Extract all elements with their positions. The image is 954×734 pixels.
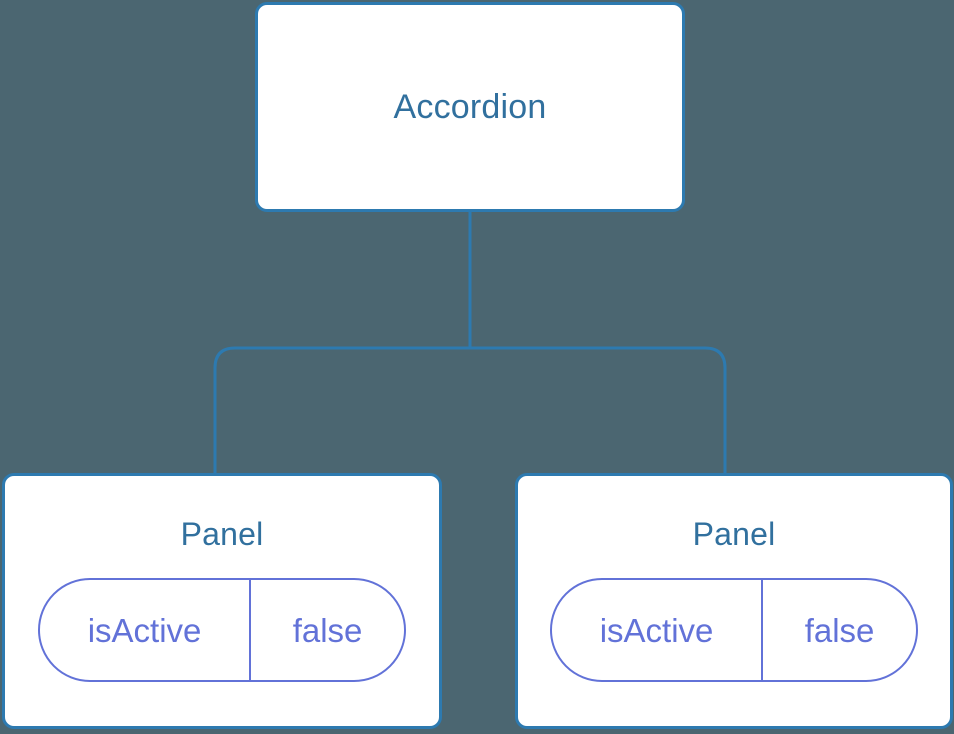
connector-branch-right — [470, 346, 727, 478]
node-panel-left-title: Panel — [180, 516, 264, 552]
node-accordion-title: Accordion — [393, 88, 547, 126]
node-panel-right[interactable]: Panel isActive false — [515, 473, 953, 729]
prop-key-left: isActive — [40, 580, 252, 680]
node-panel-left[interactable]: Panel isActive false — [2, 473, 442, 729]
connector-branch-left — [213, 346, 470, 478]
prop-pill-right[interactable]: isActive false — [550, 578, 918, 682]
prop-key-right: isActive — [552, 580, 764, 680]
prop-pill-left[interactable]: isActive false — [38, 578, 406, 682]
prop-value-right: false — [804, 611, 875, 649]
node-panel-right-title: Panel — [692, 516, 776, 552]
prop-value-left: false — [292, 611, 363, 649]
node-accordion[interactable]: Accordion — [255, 2, 685, 212]
